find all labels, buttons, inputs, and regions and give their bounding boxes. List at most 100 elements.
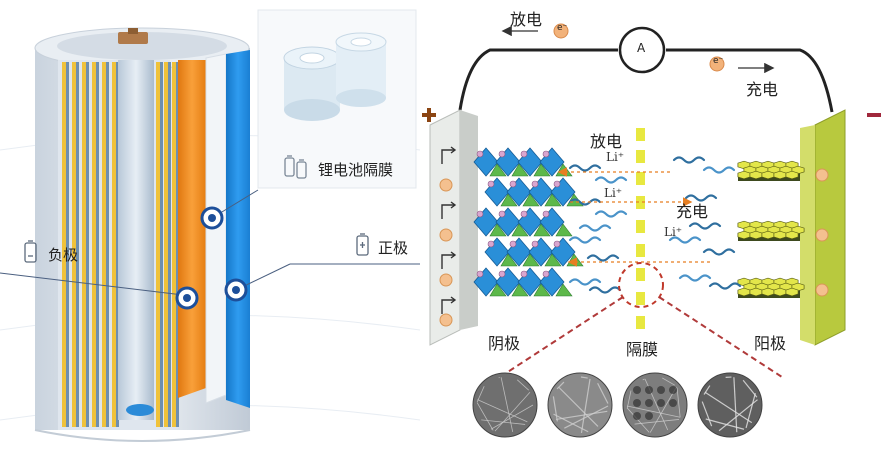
- fiber-line: [494, 392, 531, 432]
- separator-dash: [636, 150, 645, 163]
- battery-terminal: [118, 32, 148, 44]
- lithium-ion-flow-arrows: [557, 167, 710, 267]
- hex-cell: [773, 230, 787, 240]
- pore: [657, 386, 665, 394]
- separator-dash: [636, 128, 645, 141]
- battery-core: [118, 60, 154, 420]
- positive-electrode-label: 正极: [378, 239, 409, 257]
- pore: [633, 412, 641, 420]
- separator-strip: [76, 62, 79, 427]
- lithium-ion-label: Li⁺: [664, 225, 683, 239]
- solvent-molecule: [684, 194, 718, 202]
- fiber-line: [580, 376, 588, 379]
- foil-strip: [92, 62, 96, 427]
- tetrahedron: [489, 283, 507, 297]
- fiber-line: [649, 386, 677, 433]
- fiber-line: [718, 399, 758, 432]
- electron-icon: [439, 273, 453, 287]
- lithium-atom: [498, 270, 506, 278]
- separator-strip: [106, 62, 109, 427]
- separator-label-right: 隔膜: [626, 340, 659, 359]
- anode-crystal-lattice: [473, 147, 584, 297]
- negative-electrode-label: 负极: [48, 246, 79, 264]
- pore: [669, 399, 677, 407]
- tetrahedron: [511, 223, 529, 237]
- tetrahedron: [555, 223, 573, 237]
- solvent-molecule: [568, 164, 602, 172]
- arrowhead-icon: [450, 251, 457, 259]
- fiber-line: [642, 378, 645, 381]
- electron-icon: [815, 283, 829, 297]
- separator-strip: [116, 62, 119, 427]
- positive-electrode-sheet: [226, 50, 250, 408]
- lithium-atom: [498, 150, 506, 158]
- discharge-label-mid: 放电: [590, 132, 623, 151]
- negative-marker-icon: [175, 286, 199, 310]
- solvent-molecule: [702, 166, 736, 174]
- fiber-line: [552, 396, 558, 422]
- fiber-line: [490, 404, 534, 430]
- separator-inset-card: [257, 9, 417, 189]
- fiber-line: [703, 385, 711, 395]
- tetrahedron: [544, 253, 562, 267]
- hex-cell: [785, 170, 799, 180]
- separator-roll-icon: [335, 32, 387, 107]
- separator-dash: [636, 268, 645, 281]
- anode-current-collector: [429, 109, 478, 346]
- electron-label: e⁻: [557, 23, 568, 33]
- separator-label: 锂电池隔膜: [318, 161, 394, 179]
- lithium-atom: [476, 210, 484, 218]
- solvent-molecule: [594, 210, 628, 218]
- hex-cell: [761, 230, 775, 240]
- lithium-atom: [487, 180, 495, 188]
- lithium-atom: [542, 270, 550, 278]
- hex-cell: [761, 287, 775, 297]
- lithium-atom: [542, 150, 550, 158]
- li-ion-schematic: [422, 23, 881, 438]
- fiber-line: [704, 391, 753, 424]
- pore: [633, 399, 641, 407]
- hex-cell: [785, 230, 799, 240]
- foil-strip: [82, 62, 86, 427]
- solvent-molecule: [586, 254, 620, 262]
- hex-cell: [737, 170, 751, 180]
- electron-icon: [709, 56, 725, 72]
- electron-icon: [439, 228, 453, 242]
- lithium-ion-label: Li⁺: [606, 150, 625, 164]
- hex-cell: [737, 287, 751, 297]
- electron-icon: [439, 178, 453, 192]
- separator-dash: [636, 316, 645, 329]
- battery-negative-icon: [24, 240, 37, 263]
- positive-terminal-icon: [422, 108, 436, 122]
- separator-strip: [96, 62, 99, 427]
- separator-strip: [176, 62, 179, 427]
- pore: [645, 399, 653, 407]
- electron-label: e⁻: [713, 56, 724, 66]
- fiber-line: [476, 386, 485, 403]
- separator-dash: [636, 220, 645, 233]
- hex-cell: [737, 230, 751, 240]
- fiber-line: [745, 393, 756, 429]
- separator-membrane: [636, 128, 645, 329]
- separator-strip: [66, 62, 69, 427]
- lithium-atom: [476, 270, 484, 278]
- positive-marker-icon: [224, 278, 248, 302]
- fiber-line: [701, 401, 713, 427]
- fiber-line: [555, 410, 608, 421]
- solvent-molecule: [588, 286, 622, 294]
- separator-marker-icon: [200, 206, 224, 230]
- fiber-line: [676, 387, 681, 418]
- lithium-atom: [542, 210, 550, 218]
- hex-cell: [749, 287, 763, 297]
- electron-icon: [553, 23, 569, 39]
- negative-electrode-sheet: [178, 60, 206, 398]
- fiber-line: [662, 377, 675, 386]
- hex-cell: [761, 170, 775, 180]
- lithium-ion-label: Li⁺: [604, 186, 623, 200]
- li-ion-schematic-panel: 放电 充电 A e⁻ e⁻ 放电 充电 Li⁺ Li⁺ Li⁺ 阴极 隔膜 阳极: [420, 0, 885, 459]
- anode-label: 阴极: [488, 334, 521, 353]
- tetrahedron: [555, 283, 573, 297]
- fiber-line: [553, 413, 589, 433]
- pore: [645, 386, 653, 394]
- fiber-line: [705, 418, 745, 430]
